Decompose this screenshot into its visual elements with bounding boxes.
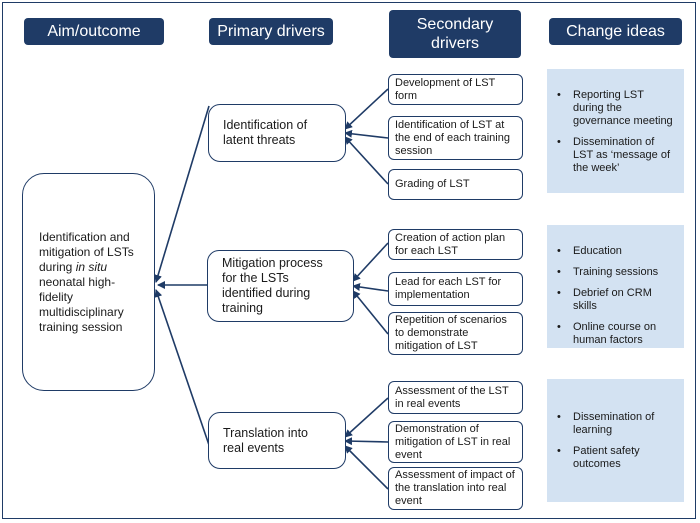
secondary-driver-9: Assessment of impact of the translation … <box>388 467 523 510</box>
arrow-sec1-to-primary1 <box>344 88 389 130</box>
secondary-driver-5: Lead for each LST for implementation <box>388 272 523 306</box>
change-ideas-panel-3: Dissemination of learning Patient safety… <box>547 379 684 502</box>
primary-driver-3: Translation into real events <box>208 412 346 469</box>
change-idea-item: Education <box>555 245 676 258</box>
secondary-driver-1: Development of LST form <box>388 74 523 105</box>
header-aim: Aim/outcome <box>24 18 164 45</box>
arrow-sec6-to-primary2 <box>352 290 389 335</box>
secondary-driver-3: Grading of LST <box>388 169 523 200</box>
aim-text-emphasis: in situ <box>75 259 108 274</box>
arrow-sec2-to-primary1 <box>344 129 389 139</box>
secondary-driver-7: Assessment of the LST in real events <box>388 381 523 414</box>
arrow-sec7-to-primary3 <box>344 397 389 438</box>
aim-text-part2: neonatal high-fidelity multidisciplinary… <box>39 274 124 334</box>
arrow-sec9-to-primary3 <box>344 445 389 490</box>
secondary-driver-4: Creation of action plan for each LST <box>388 229 523 260</box>
aim-text: Identification and mitigation of LSTs du… <box>39 230 146 335</box>
aim-text-part1: Identification and mitigation of LSTs du… <box>39 229 134 274</box>
arrow-sec8-to-primary3 <box>344 437 389 446</box>
change-idea-item: Dissemination of learning <box>555 411 676 437</box>
header-secondary-drivers: Secondary drivers <box>389 10 521 58</box>
aim-box: Identification and mitigation of LSTs du… <box>22 173 155 391</box>
change-ideas-panel-2: Education Training sessions Debrief on C… <box>547 225 684 348</box>
secondary-driver-8: Demonstration of mitigation of LST in re… <box>388 421 523 463</box>
change-idea-item: Training sessions <box>555 266 676 279</box>
change-idea-item: Reporting LST during the governance meet… <box>555 89 676 128</box>
secondary-driver-6: Repetition of scenarios to demonstrate m… <box>388 312 523 355</box>
header-primary-drivers: Primary drivers <box>209 18 333 45</box>
secondary-driver-2: Identification of LST at the end of each… <box>388 116 523 160</box>
arrow-sec3-to-primary1 <box>344 136 389 185</box>
primary-driver-1: Identification of latent threats <box>208 104 346 162</box>
arrow-primary3-to-aim <box>154 289 210 446</box>
change-idea-item: Dissemination of LST as ‘message of the … <box>555 136 676 175</box>
change-ideas-panel-1: Reporting LST during the governance meet… <box>547 69 684 193</box>
primary-driver-2: Mitigation process for the LSTs identifi… <box>207 250 354 322</box>
change-idea-item: Patient safety outcomes <box>555 445 676 471</box>
change-idea-item: Online course on human factors <box>555 321 676 347</box>
change-idea-item: Debrief on CRM skills <box>555 287 676 313</box>
header-change-ideas: Change ideas <box>549 18 682 45</box>
arrow-sec5-to-primary2 <box>352 283 389 292</box>
arrow-sec4-to-primary2 <box>352 242 389 282</box>
arrow-primary1-to-aim <box>154 105 210 283</box>
